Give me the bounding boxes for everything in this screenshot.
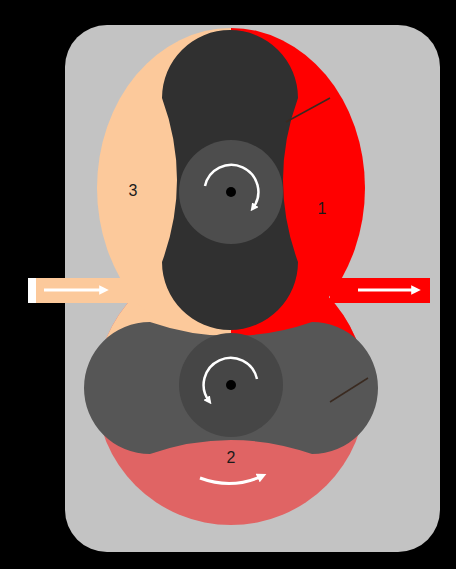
- upper-rotor: [162, 30, 298, 330]
- flow-arrow: [44, 289, 104, 292]
- shaft: [226, 187, 236, 197]
- seal-line: [330, 378, 368, 402]
- outlet-pipe: [330, 278, 430, 303]
- rotation-arrow: [204, 358, 257, 401]
- rotor-hub: [179, 140, 283, 244]
- flow-arrow: [200, 476, 262, 484]
- rotation-arrow: [205, 165, 258, 208]
- callout-number: 3: [129, 183, 138, 199]
- seal-line: [286, 98, 330, 122]
- flow-arrow: [358, 289, 416, 292]
- lower-rotor: [84, 322, 378, 454]
- callout-number: 1: [318, 201, 327, 217]
- inlet-pipe: [28, 278, 138, 303]
- inlet-pipe-end: [28, 278, 36, 303]
- rotor-hub: [179, 333, 283, 437]
- callout-number: 2: [227, 450, 236, 466]
- shaft: [226, 380, 236, 390]
